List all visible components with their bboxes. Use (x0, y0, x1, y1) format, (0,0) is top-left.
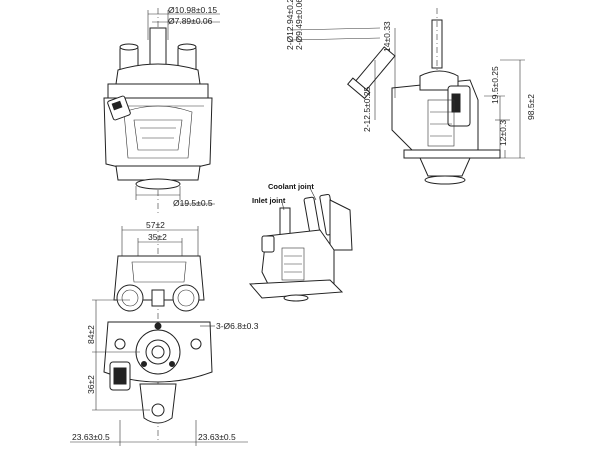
dim-d-base: Ø19.5±0.5 (173, 198, 213, 208)
dim-chamfer-inner: 2-Ø9.49±0.06 (294, 0, 304, 50)
top-view: Ø10.98±0.15 Ø7.89±0.06 Ø19.5±0.5 (103, 5, 220, 215)
dim-height-19: 19.5±0.25 (490, 66, 500, 104)
dim-height-upper: 84±2 (86, 325, 96, 344)
bottom-view: 57±2 35±2 84±2 36± (70, 220, 259, 446)
label-coolant: Coolant joint (268, 182, 314, 191)
dim-width-inner: 35±2 (148, 232, 167, 242)
dim-chamfer-outer: 2-Ø12.94±0.21 (285, 0, 295, 50)
dim-width-total: 57±2 (146, 220, 165, 230)
dim-height-mid: 2-12.5±0.25 (362, 86, 372, 132)
label-inlet: Inlet joint (252, 196, 286, 205)
dim-height-total: 98.5±2 (526, 94, 536, 120)
dim-offset-left: 23.63±0.5 (72, 432, 110, 442)
iso-view: Coolant joint Inlet joint (248, 182, 353, 302)
dim-d-inner: Ø7.89±0.06 (168, 16, 213, 26)
side-view: 2-Ø12.94±0.21 2-Ø9.49±0.06 14±0.33 2-12.… (285, 0, 536, 185)
dim-holes: 3-Ø6.8±0.3 (216, 321, 259, 331)
dim-height-12: 12±0.3 (498, 120, 508, 146)
dim-d-outer: Ø10.98±0.15 (168, 5, 217, 15)
dim-height-lower: 36±2 (86, 375, 96, 394)
dim-height-small: 14±0.33 (382, 21, 392, 52)
dim-offset-right: 23.63±0.5 (198, 432, 236, 442)
